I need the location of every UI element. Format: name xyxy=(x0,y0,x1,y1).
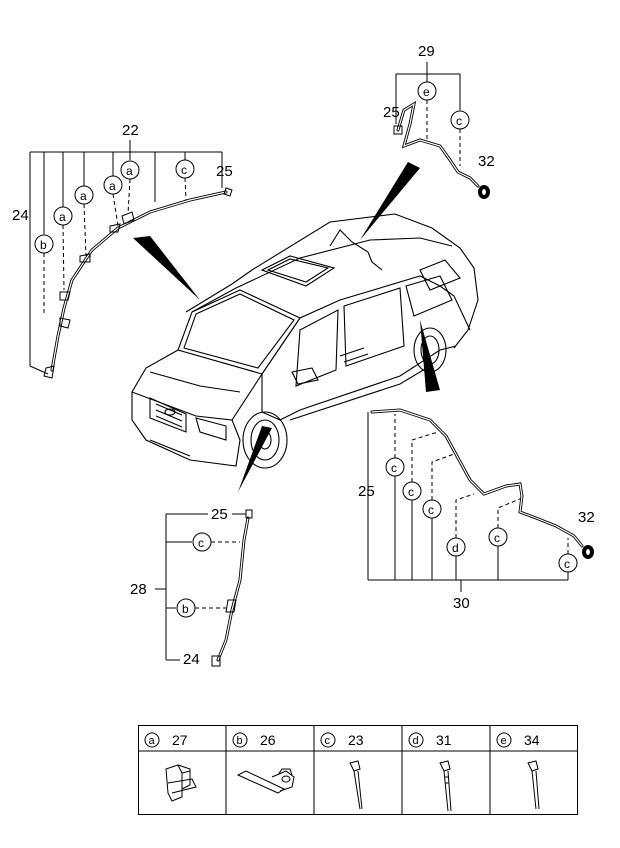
clip-bracket-icon xyxy=(165,764,197,802)
legend-part-34: 34 xyxy=(524,732,540,748)
callout-d: d xyxy=(446,537,466,557)
callout-a-2: a xyxy=(103,175,123,195)
callout-c-side-2: c xyxy=(402,481,422,501)
legend-cell-d: d 31 xyxy=(408,732,452,812)
pointer-wedges xyxy=(133,162,440,492)
legend-part-27: 27 xyxy=(172,732,188,748)
callout-c-rear: c xyxy=(450,110,470,130)
pointer-side-hose xyxy=(420,320,440,392)
callout-a-1: a xyxy=(120,160,140,180)
svg-text:c: c xyxy=(181,163,187,177)
callout-c-lower: c xyxy=(192,532,212,552)
label-25-side: 25 xyxy=(358,483,375,500)
callout-b-lower: b xyxy=(176,598,196,618)
legend-part-26: 26 xyxy=(260,732,276,748)
minivan-drawing xyxy=(131,213,479,469)
cable-tie-icon xyxy=(349,760,363,810)
callout-a-4: a xyxy=(53,206,73,226)
legend-cell-b: b 26 xyxy=(232,732,295,794)
legend-letter-a: a xyxy=(149,735,156,747)
callout-b-front: b xyxy=(34,234,54,254)
legend-cell-e: e 34 xyxy=(496,732,540,810)
label-25-front: 25 xyxy=(216,163,233,180)
callout-c-side-4: c xyxy=(488,527,508,547)
legend-part-23: 23 xyxy=(348,732,364,748)
svg-text:c: c xyxy=(198,536,204,550)
cable-tie-long-icon xyxy=(439,760,452,812)
svg-text:c: c xyxy=(564,557,570,571)
svg-text:c: c xyxy=(408,485,414,499)
group-28-washer-hose: 28 25 24 c b xyxy=(130,506,253,668)
svg-text:c: c xyxy=(428,503,434,517)
cable-tie-icon xyxy=(527,760,540,810)
callout-c-front: c xyxy=(175,159,195,179)
svg-text:a: a xyxy=(126,164,133,178)
legend-letter-d: d xyxy=(413,735,419,747)
legend-cell-c: c 23 xyxy=(320,732,364,810)
label-24-lower: 24 xyxy=(183,651,200,668)
label-32-side: 32 xyxy=(578,509,595,526)
callout-c-side-1: c xyxy=(385,457,405,477)
svg-text:c: c xyxy=(494,531,500,545)
callout-a-3: a xyxy=(74,185,94,205)
svg-text:c: c xyxy=(456,114,462,128)
label-25-lower: 25 xyxy=(211,506,228,523)
label-22: 22 xyxy=(122,122,139,139)
callout-c-side-5: c xyxy=(558,553,578,573)
label-30: 30 xyxy=(453,595,470,612)
label-28: 28 xyxy=(130,581,147,598)
svg-text:e: e xyxy=(423,85,430,99)
pointer-front-washer xyxy=(133,236,200,300)
hose-clip-icon xyxy=(236,768,295,794)
group-22-washer-hose: 22 25 24 a a a a xyxy=(12,122,233,379)
svg-text:a: a xyxy=(59,210,66,224)
label-25-rear: 25 xyxy=(383,104,400,121)
group-29-rear-washer-hose: 29 25 e c 32 xyxy=(383,43,495,199)
legend-letter-b: b xyxy=(237,735,243,747)
legend-cell-a: a 27 xyxy=(144,732,197,802)
svg-text:b: b xyxy=(182,602,189,616)
legend-letter-c: c xyxy=(325,735,331,747)
callout-c-side-3: c xyxy=(422,499,442,519)
svg-text:b: b xyxy=(40,238,47,252)
label-32-rear: 32 xyxy=(478,153,495,170)
svg-text:a: a xyxy=(109,179,116,193)
callout-e: e xyxy=(417,81,437,101)
svg-text:d: d xyxy=(452,541,459,555)
label-29: 29 xyxy=(418,43,435,60)
label-24-front: 24 xyxy=(12,207,29,224)
legend-letter-e: e xyxy=(501,735,507,747)
legend-part-31: 31 xyxy=(436,732,452,748)
pointer-lower-hose xyxy=(238,426,272,492)
fastener-legend-table: a 27 b 26 c 23 d 31 xyxy=(138,725,578,815)
pointer-rear-washer xyxy=(360,162,420,240)
group-30-washer-hose: 30 25 c c c d c c xyxy=(358,408,595,612)
svg-text:a: a xyxy=(80,189,87,203)
svg-text:c: c xyxy=(391,461,397,475)
